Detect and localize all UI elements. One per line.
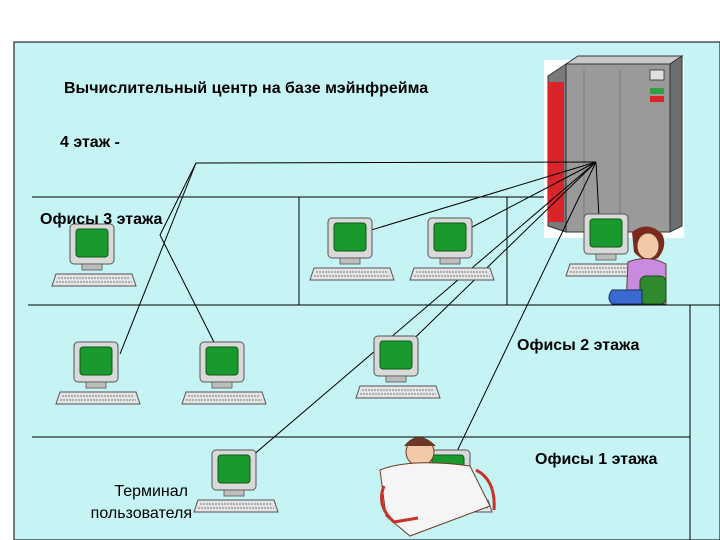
woman-user-icon	[608, 226, 667, 305]
floor1-label: Офисы 1 этажа	[535, 451, 658, 468]
man-user-icon	[379, 437, 496, 537]
terminal-label-line1: Терминал	[114, 483, 188, 500]
connection-lines	[119, 161, 601, 471]
mainframe-icon	[544, 55, 684, 238]
floor2-label: Офисы 2 этажа	[517, 337, 640, 354]
diagram-title: Вычислительный центр на базе мэйнфрейма	[64, 80, 428, 97]
floor3-label: Офисы 3 этажа	[40, 211, 163, 228]
floor4-label: 4 этаж -	[60, 134, 120, 151]
terminal-label-line2: пользователя	[91, 505, 192, 522]
